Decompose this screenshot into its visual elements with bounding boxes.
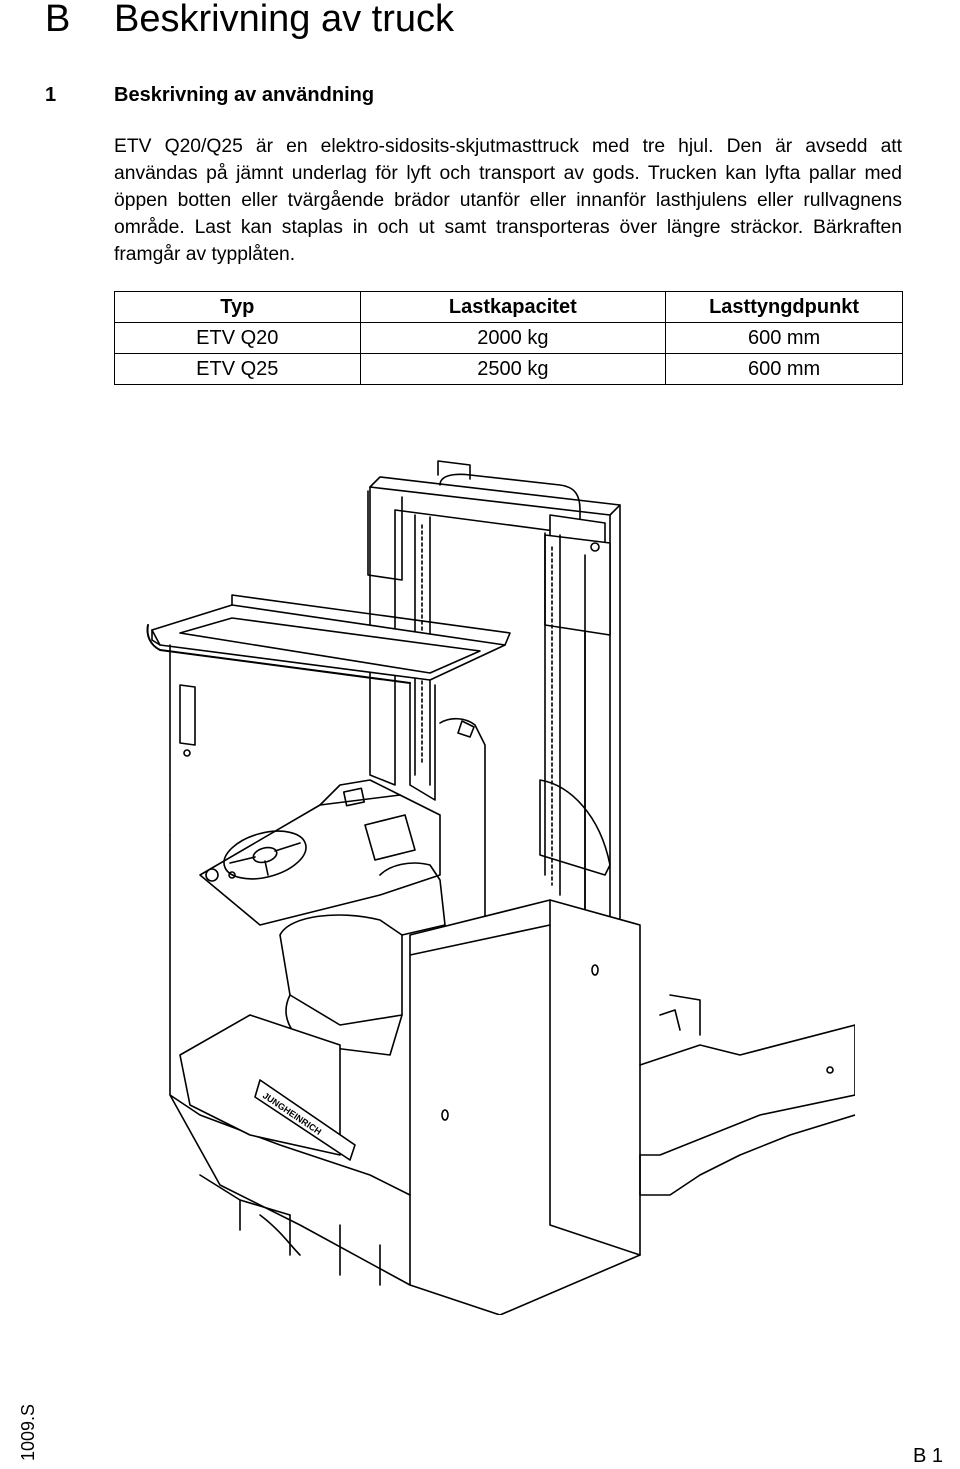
table-cell: ETV Q25	[114, 353, 361, 385]
section-number: 1	[45, 84, 57, 106]
page-number: B 1	[913, 1445, 944, 1467]
chapter-heading: B Beskrivning av truck	[0, 0, 960, 44]
table-cell: 600 mm	[665, 322, 903, 354]
table-header-row: Typ Lastkapacitet Lasttyngdpunkt	[114, 291, 903, 323]
capacity-table: Typ Lastkapacitet Lasttyngdpunkt ETV Q20…	[114, 291, 903, 385]
table-row: ETV Q20 2000 kg 600 mm	[114, 322, 903, 354]
header-lastkapacitet: Lastkapacitet	[359, 291, 667, 323]
header-typ: Typ	[114, 291, 361, 323]
truck-illustration: JUNGHEINRICH	[146, 460, 855, 1315]
table-row: ETV Q25 2500 kg 600 mm	[114, 353, 903, 385]
description-paragraph: ETV Q20/Q25 är en elektro-sidosits-skjut…	[114, 136, 902, 265]
table-cell: ETV Q20	[114, 322, 361, 354]
section-heading: 1 Beskrivning av användning	[0, 82, 960, 110]
section-title: Beskrivning av användning	[114, 84, 375, 106]
table-cell: 2000 kg	[359, 322, 667, 354]
chapter-title: Beskrivning av truck	[114, 0, 455, 40]
chapter-letter: B	[45, 0, 71, 40]
header-lasttyngdpunkt: Lasttyngdpunkt	[665, 291, 903, 323]
table-cell: 600 mm	[665, 353, 903, 385]
document-code: 1009.S	[18, 1403, 38, 1461]
table-cell: 2500 kg	[359, 353, 667, 385]
